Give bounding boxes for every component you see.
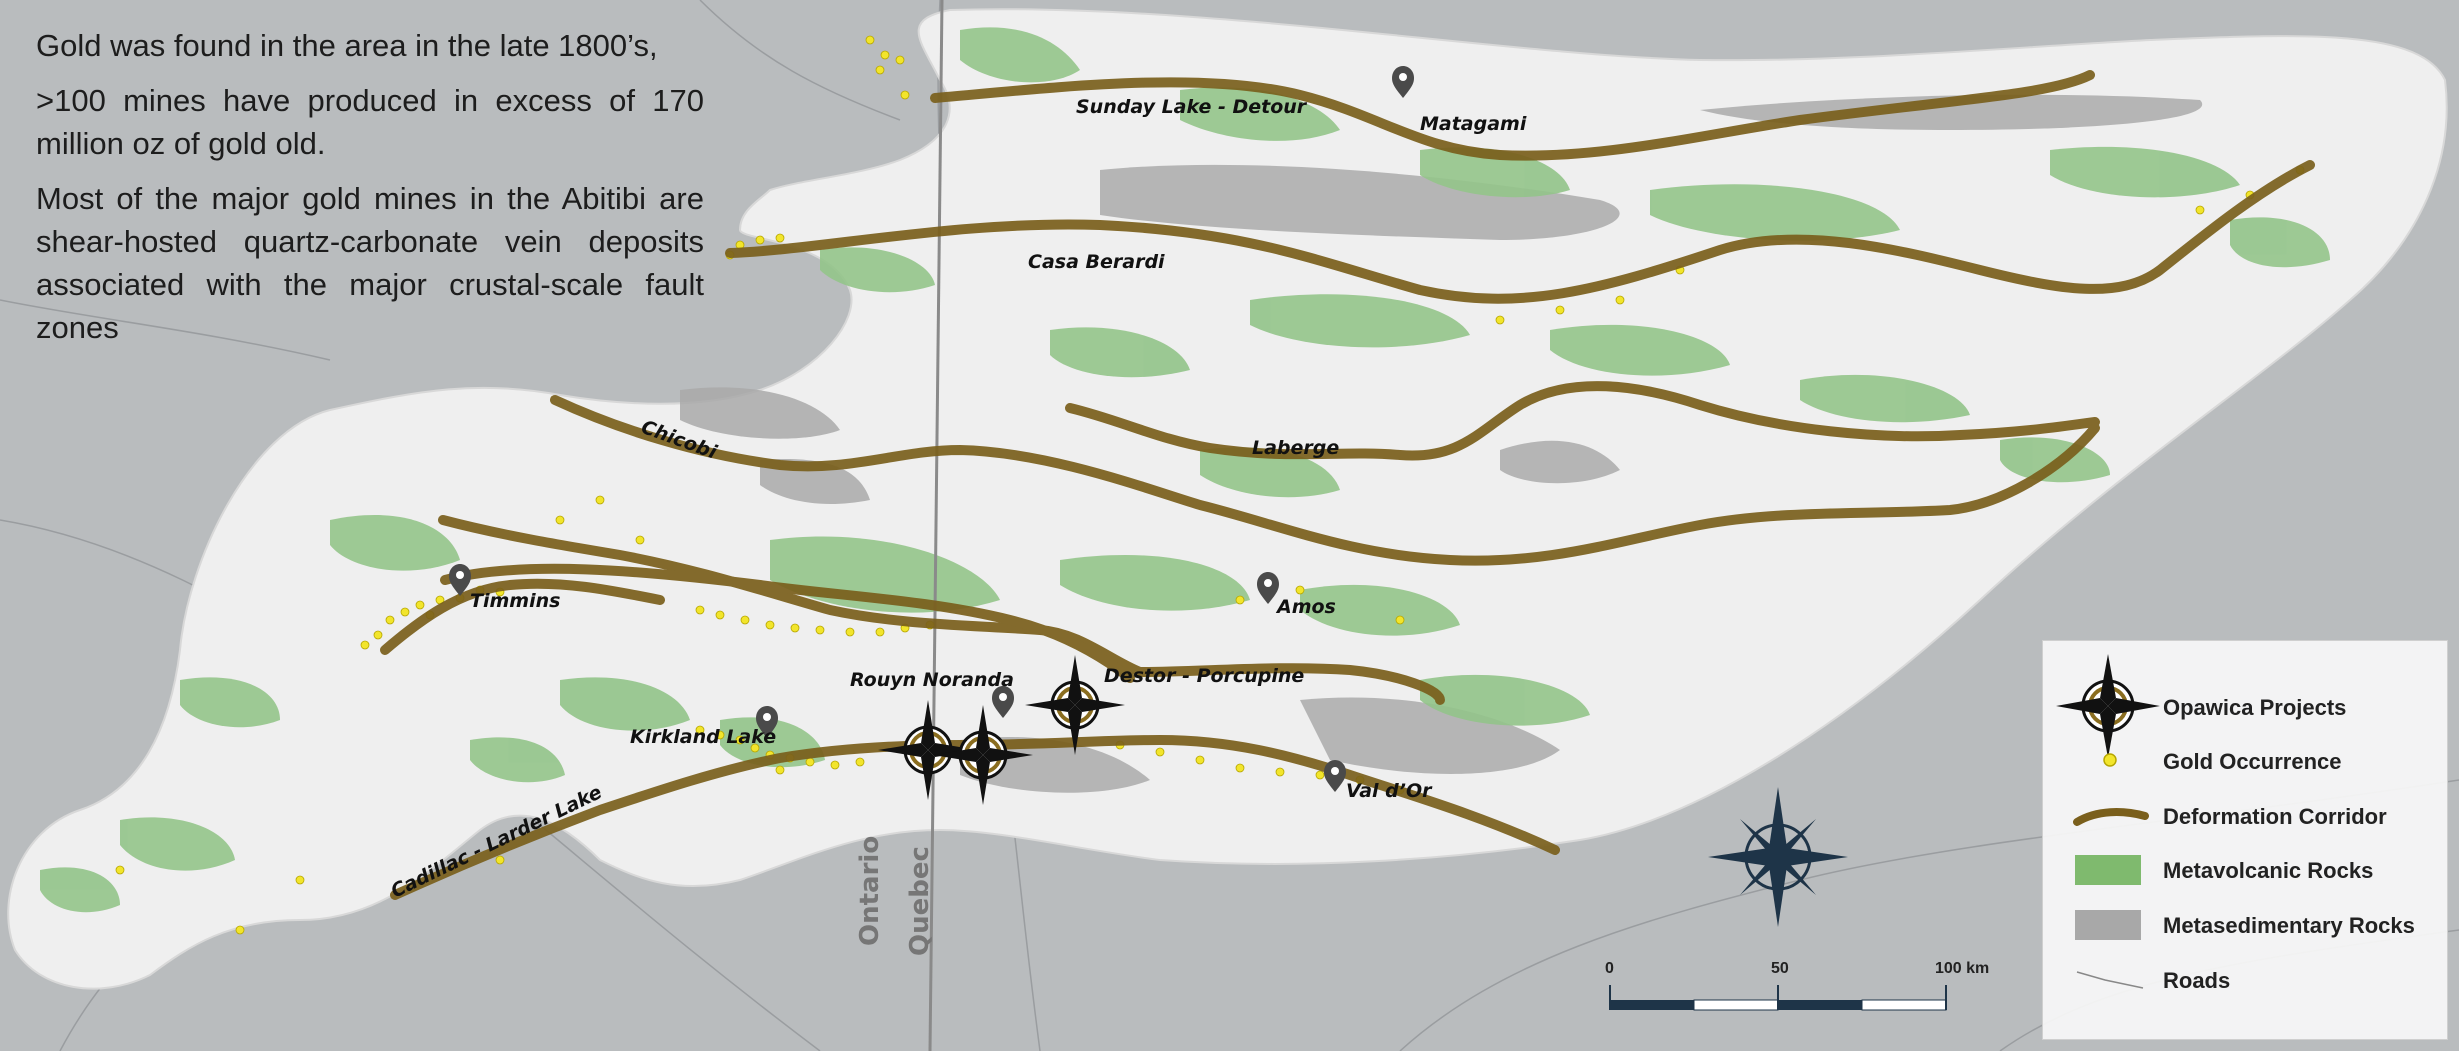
intro-paragraph-2: >100 mines have produced in excess of 17… — [36, 83, 704, 161]
legend-projects-icon — [2053, 651, 2163, 761]
corridor-destor — [438, 515, 1445, 705]
intro-text: Gold was found in the area in the late 1… — [36, 24, 704, 361]
label-val-dor: Val d’Or — [1346, 780, 1433, 802]
label-timmins: Timmins — [470, 590, 560, 612]
label-matagami: Matagami — [1420, 113, 1527, 135]
scale-label-50: 50 — [1771, 960, 1789, 977]
legend-row-deformation: Deformation Corridor — [2043, 792, 2447, 840]
opawica-project-2 — [933, 705, 1033, 805]
legend-row-projects: Opawica Projects — [2043, 683, 2447, 731]
legend-label-roads: Roads — [2163, 968, 2231, 993]
corridor-laberge — [1065, 381, 2100, 461]
town-marker-timmins: Timmins — [449, 564, 560, 612]
road-icon — [2076, 971, 2144, 989]
corridor-destor-west — [440, 563, 1135, 683]
label-kirkland-lake: Kirkland Lake — [630, 726, 776, 748]
scale-label-100: 100 km — [1935, 960, 1989, 977]
opawica-project-3 — [1025, 655, 1125, 755]
deformation-corridor-icon — [2073, 808, 2149, 826]
town-marker-kirkland-lake: Kirkland Lake — [630, 706, 778, 748]
corridor-cadillac — [390, 735, 1560, 900]
legend-row-gold: Gold Occurrence — [2043, 737, 2447, 785]
corridor-timmins — [380, 578, 665, 655]
town-marker-amos: Amos — [1257, 572, 1336, 618]
gold-occurrence-icon — [2103, 753, 2117, 767]
town-marker-rouyn-noranda: Rouyn Noranda — [850, 669, 1014, 718]
town-marker-val-dor: Val d’Or — [1324, 760, 1433, 802]
corridor-sunday-lake — [930, 70, 2095, 161]
abitibi-belt — [7, 8, 2448, 990]
legend-label-metavolcanic: Metavolcanic Rocks — [2163, 858, 2374, 883]
legend-row-metavolcanic: Metavolcanic Rocks — [2043, 846, 2447, 894]
label-amos: Amos — [1275, 596, 1336, 618]
intro-paragraph-3: Most of the major gold mines in the Abit… — [36, 181, 704, 345]
legend-label-projects: Opawica Projects — [2163, 695, 2347, 720]
metasedimentary-swatch — [2075, 910, 2141, 940]
corridor-casa-berardi — [725, 160, 2315, 304]
metavolcanic-swatch — [2075, 855, 2141, 885]
deformation-corridors — [380, 70, 2315, 900]
label-casa-berardi: Casa Berardi — [1028, 251, 1165, 273]
label-quebec: Quebec — [905, 846, 935, 956]
provincial-border — [928, 0, 944, 1051]
scale-label-0: 0 — [1605, 960, 1614, 977]
intro-paragraph-1: Gold was found in the area in the late 1… — [36, 28, 658, 63]
corridor-chicobi — [550, 395, 2100, 566]
legend-row-metasedimentary: Metasedimentary Rocks — [2043, 901, 2447, 949]
label-destor: Destor - Porcupine — [1104, 665, 1304, 687]
legend-label-deformation: Deformation Corridor — [2163, 804, 2387, 829]
town-marker-matagami: Matagami — [1392, 66, 1527, 135]
opawica-project-1 — [878, 700, 978, 800]
label-rouyn-noranda: Rouyn Noranda — [850, 669, 1014, 691]
scale-bar: 0 50 100 km — [1605, 960, 1989, 1011]
legend-row-roads: Roads — [2043, 956, 2447, 1004]
label-sunday-lake: Sunday Lake - Detour — [1076, 96, 1308, 118]
legend-label-gold: Gold Occurrence — [2163, 749, 2342, 774]
north-arrow-icon — [1708, 787, 1848, 927]
map-legend: Opawica Projects Gold Occurrence Deforma… — [2042, 640, 2448, 1040]
label-laberge: Laberge — [1252, 437, 1339, 459]
legend-label-metasedimentary: Metasedimentary Rocks — [2163, 913, 2415, 938]
label-ontario: Ontario — [855, 836, 885, 946]
